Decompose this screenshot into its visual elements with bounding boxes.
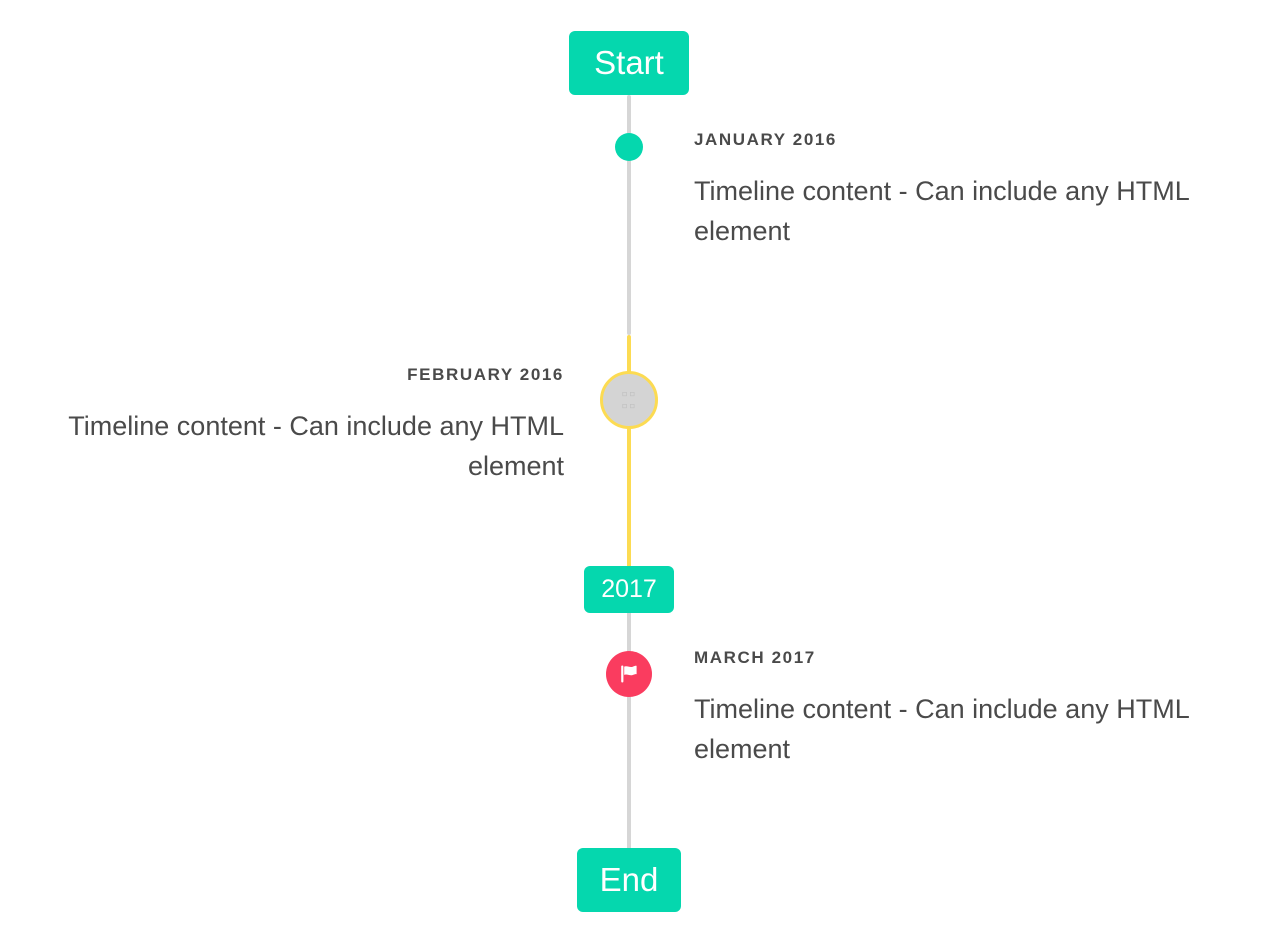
timeline-entry-content: Timeline content - Can include any HTML … bbox=[694, 176, 1189, 246]
timeline-axis-segment-highlight bbox=[627, 335, 631, 568]
timeline-entry: JANUARY 2016 Timeline content - Can incl… bbox=[694, 130, 1218, 251]
timeline-marker-missing-image-icon[interactable]: ▫▫ ▫▫ bbox=[600, 371, 658, 429]
timeline-entry-date: JANUARY 2016 bbox=[694, 130, 837, 149]
timeline-end-badge-label: End bbox=[599, 861, 659, 898]
timeline-entry-content: Timeline content - Can include any HTML … bbox=[694, 694, 1189, 764]
timeline-axis-segment-top bbox=[627, 95, 631, 335]
missing-image-icon: ▫▫ ▫▫ bbox=[621, 387, 637, 412]
timeline-entry: FEBRUARY 2016 Timeline content - Can inc… bbox=[40, 365, 564, 486]
timeline-entry-date: FEBRUARY 2016 bbox=[407, 365, 564, 384]
timeline-divider-badge[interactable]: 2017 bbox=[584, 566, 674, 613]
timeline-entry-date: MARCH 2017 bbox=[694, 648, 816, 667]
timeline-axis-segment-bottom bbox=[627, 610, 631, 855]
timeline-entry: MARCH 2017 Timeline content - Can includ… bbox=[694, 648, 1218, 769]
timeline-marker-flag-icon[interactable] bbox=[606, 651, 652, 697]
flag-icon bbox=[621, 665, 637, 683]
timeline-marker-dot-icon[interactable] bbox=[615, 133, 643, 161]
timeline-start-badge[interactable]: Start bbox=[569, 31, 689, 95]
timeline-start-badge-label: Start bbox=[594, 44, 664, 81]
timeline-end-badge[interactable]: End bbox=[577, 848, 681, 912]
timeline-divider-badge-label: 2017 bbox=[601, 575, 657, 603]
timeline-entry-content: Timeline content - Can include any HTML … bbox=[68, 411, 564, 481]
